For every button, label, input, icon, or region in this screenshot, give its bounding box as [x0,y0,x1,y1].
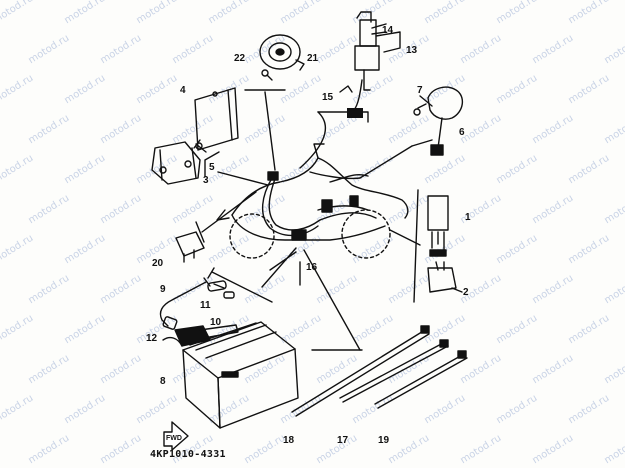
horn-part [260,35,304,70]
cap-12 [163,338,182,346]
label-10: 10 [210,317,222,328]
label-12: 12 [146,333,158,344]
label-18: 18 [283,435,295,446]
bolt-7 [414,109,420,115]
regulator-part [152,142,200,184]
label-19: 19 [378,435,390,446]
label-15: 15 [322,92,334,103]
label-3: 3 [203,175,209,186]
forward-arrow-icon: FWD [164,422,188,450]
label-22: 22 [234,53,246,64]
bolt-5 [194,140,206,152]
clip-15 [340,86,352,92]
label-9: 9 [160,284,166,295]
screw-22 [262,70,272,80]
label-21: 21 [307,53,319,64]
bracket-lines-13-14 [376,32,400,52]
label-13: 13 [406,45,418,56]
label-8: 8 [160,376,166,387]
bracket-part [195,88,238,150]
label-16: 16 [306,262,318,273]
starter-relay-part [418,87,462,155]
label-14: 14 [382,25,394,36]
battery-part [183,322,298,428]
scooter-frame [217,144,408,258]
cable-tie-17 [340,340,448,402]
flasher-part [428,196,448,256]
cable-tie-19 [375,351,467,408]
wire-harness [263,172,376,240]
label-11: 11 [200,300,211,311]
main-switch-part [347,12,386,118]
label-6: 6 [459,127,465,138]
diagram-code: 4KP1010-4331 [150,449,226,460]
leader-lines [196,90,432,350]
relay-20-part [176,232,204,262]
fuse-lead-part [160,278,234,330]
label-17: 17 [337,435,349,446]
label-5: 5 [209,162,215,173]
label-2: 2 [463,287,469,298]
label-20: 20 [152,258,164,269]
label-7: 7 [417,85,423,96]
forward-label: FWD [166,435,182,442]
cable-tie-18 [292,326,429,416]
label-4: 4 [180,85,186,96]
fuse-holder-part [175,325,238,346]
part-labels: 1 2 3 4 5 6 7 8 9 10 11 12 13 14 15 16 1… [146,25,471,446]
relay-2-part [428,262,462,292]
label-1: 1 [465,212,471,223]
